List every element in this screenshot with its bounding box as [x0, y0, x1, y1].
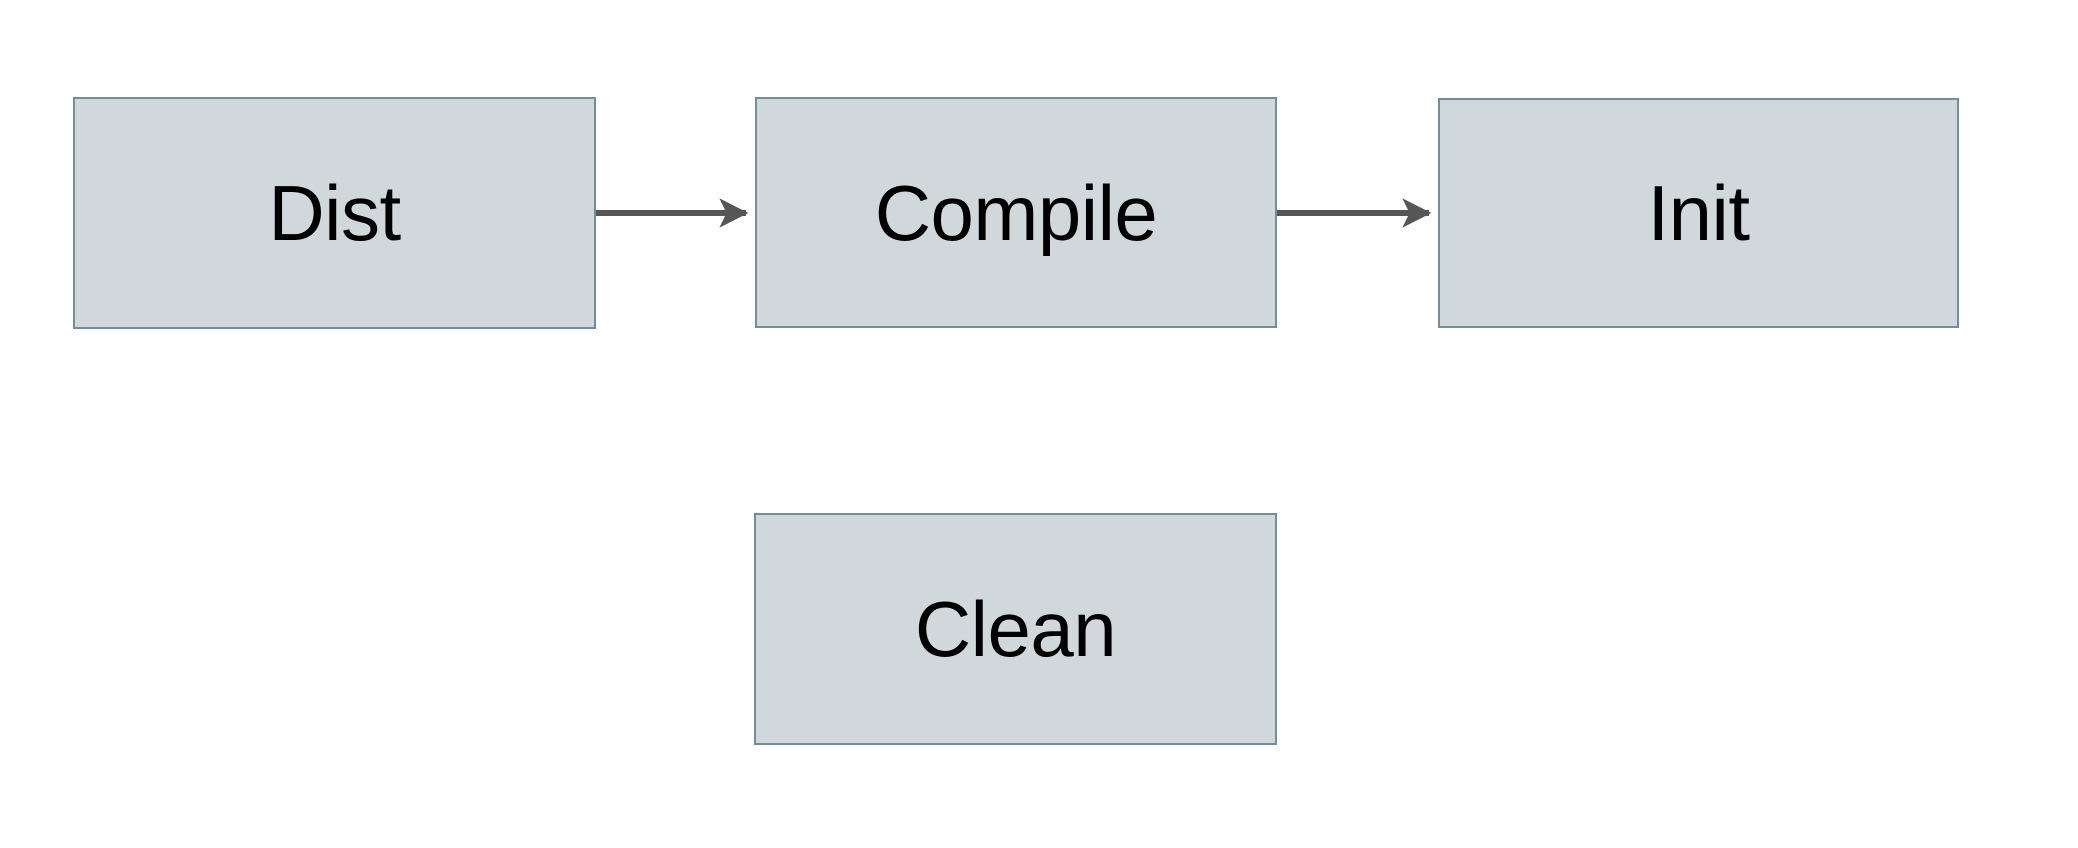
node-compile[interactable]: Compile [755, 97, 1277, 328]
node-dist[interactable]: Dist [73, 97, 596, 329]
node-clean-label: Clean [914, 585, 1117, 673]
node-init-label: Init [1647, 169, 1750, 257]
node-clean[interactable]: Clean [754, 513, 1277, 745]
node-compile-label: Compile [874, 168, 1158, 257]
node-dist-label: Dist [268, 169, 401, 257]
node-init[interactable]: Init [1438, 98, 1959, 328]
